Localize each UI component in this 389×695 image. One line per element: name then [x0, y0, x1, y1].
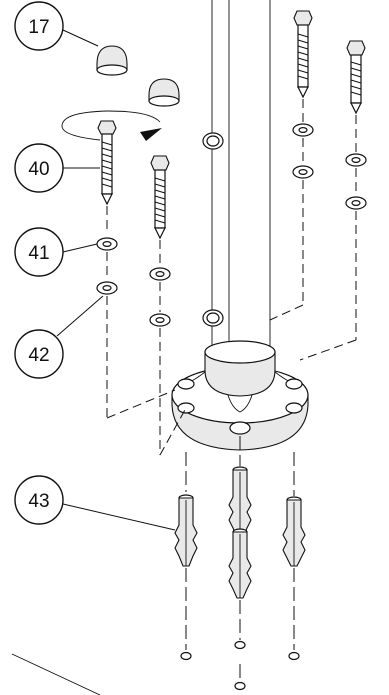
floor-edge-line: [11, 653, 101, 695]
cap-nut-right: [148, 78, 180, 107]
callout-circle-17: [14, 1, 64, 51]
wall-plug-center-upper: [228, 466, 252, 539]
callout-label-40: 40: [28, 159, 49, 180]
callout-label-43: 43: [28, 491, 49, 512]
callout-43: 43: [14, 475, 176, 531]
lag-screw-front-right: [150, 155, 170, 240]
rotation-arrow-icon: [61, 110, 162, 141]
callout-label-17: 17: [28, 17, 49, 38]
flange-base: [171, 340, 309, 451]
wall-plug-center-lower: [228, 528, 252, 599]
callout-label-42: 42: [28, 345, 49, 366]
lag-screw-back-left: [293, 10, 313, 99]
callout-circle-42: [14, 329, 64, 379]
callout-41: 41: [14, 227, 98, 277]
callout-label-41: 41: [28, 243, 49, 264]
leader-line-17: [62, 29, 99, 47]
cap-nut-left: [96, 45, 128, 76]
wall-plug-right: [282, 496, 306, 567]
washers: [96, 123, 367, 327]
support-post: [202, 0, 271, 352]
alignment-lines: [106, 99, 357, 680]
lag-screw-40-left: [97, 120, 117, 206]
callout-circle-40: [14, 143, 64, 193]
callout-40: 40: [14, 143, 100, 193]
leader-line-42: [56, 295, 104, 337]
leader-line-43: [62, 503, 176, 531]
callout-circle-41: [14, 227, 64, 277]
callout-17: 17: [14, 1, 99, 51]
callout-circle-43: [14, 475, 64, 525]
callout-42: 42: [14, 295, 104, 379]
drill-holes: [180, 640, 300, 691]
lag-screw-back-right: [346, 40, 366, 115]
wall-plug-left: [174, 494, 198, 567]
leader-line-41: [62, 243, 98, 253]
